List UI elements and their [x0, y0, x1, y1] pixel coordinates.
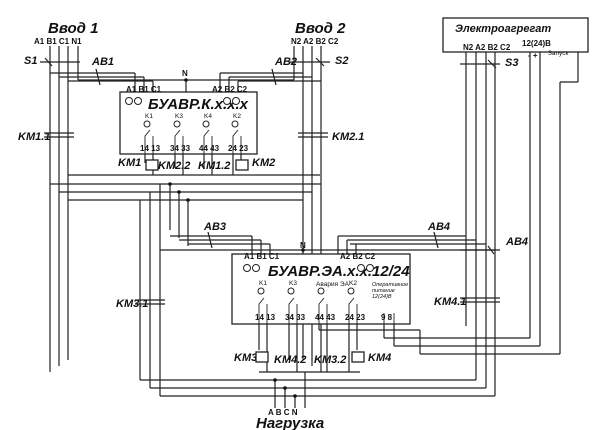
contactor-km2-1-icon [298, 132, 328, 138]
unit2-right-terminals: A2 B2 C2 [340, 252, 376, 261]
switch-s2-icon [290, 57, 330, 67]
unit2-relay-k2: K2 [349, 280, 357, 287]
unit1-relay-contact-icons [143, 120, 242, 154]
coil-km1-icon [145, 159, 159, 171]
generator-polarity: - + [528, 51, 538, 60]
coil-km3-label: KM3 [234, 352, 257, 364]
unit2-pins-4: 24 23 [345, 313, 366, 322]
generator-box [442, 17, 589, 53]
unit1-left-terminals: A1 B1 C1 [126, 85, 162, 94]
contactor-km2-1-label: KM2.1 [332, 131, 364, 143]
unit1-right-terminals: A2 B2 C2 [212, 85, 248, 94]
unit2-left-terminals: A1 B1 C1 [244, 252, 280, 261]
generator-start-label: Запуск [548, 50, 568, 57]
contactor-km4-1-icon [460, 297, 500, 303]
load-terminals: A B C N [268, 408, 298, 417]
unit2-coil-wiring [258, 324, 560, 373]
unit1-relay-k2: K2 [233, 113, 241, 120]
breaker-ab3-label: AB3 [203, 221, 226, 233]
coil-km1-label: KM1 [118, 157, 141, 169]
unit2-relay-k1: K1 [259, 280, 267, 287]
unit2-pins-2: 34 33 [285, 313, 306, 322]
switch-s2-label: S2 [335, 55, 348, 67]
coil-km2-label: KM2 [252, 157, 275, 169]
junction-dots [168, 78, 305, 398]
unit1-pins-1: 14 13 [140, 144, 161, 153]
unit2-pins-3: 44 43 [315, 313, 336, 322]
breaker-ab2-icon [255, 68, 285, 86]
breaker-ab4-label: AB4 [427, 221, 450, 233]
unit2-neutral-top: N [300, 241, 306, 250]
contactor-km3-1-icon [135, 299, 165, 305]
coil-km4-icon [351, 351, 365, 363]
breaker-ab1-label: AB1 [91, 56, 114, 68]
unit1-pins-4: 24 23 [228, 144, 249, 153]
unit2-op-power: Оперативное питание 12(24)В [372, 282, 408, 300]
unit1-neutral-top: N [182, 69, 188, 78]
load-bus [140, 302, 496, 408]
input-1-terminals: A1 B1 C1 N1 [34, 37, 82, 46]
unit1-pins-2: 34 33 [170, 144, 191, 153]
switch-s3-icon [460, 59, 500, 69]
transfer-bus-1 [50, 183, 321, 246]
input-1-label: Ввод 1 [48, 20, 98, 37]
transfer-bus-2-left [139, 184, 161, 396]
unit2-relay-k3: K3 [289, 280, 297, 287]
coil-km3-icon [255, 351, 269, 363]
unit1-pins-3: 44 43 [199, 144, 220, 153]
input-2-label: Ввод 2 [295, 20, 346, 37]
unit2-pins-1: 14 13 [255, 313, 276, 322]
contactor-km1-1-icon [44, 132, 74, 138]
breaker-ab4-icon [337, 231, 486, 254]
unit2-title: БУАВР.ЭА.х.х.12/24 [268, 263, 410, 280]
load-label: Нагрузка [256, 415, 324, 430]
generator-dc-label: 12(24)В [522, 39, 551, 48]
contactor-km4-1-label: KM4.1 [434, 296, 466, 308]
generator-terminals: N2 A2 B2 C2 [463, 43, 511, 52]
switch-s3-label: S3 [505, 57, 518, 69]
contact-km1-2-label: KM1.2 [198, 160, 230, 172]
input-1-bus [49, 46, 79, 372]
unit1-relay-k4: K4 [204, 113, 212, 120]
generator-bus [465, 52, 579, 354]
unit1-relay-k3: K3 [175, 113, 183, 120]
unit2-relay-contact-icons [257, 287, 395, 324]
breaker-ab4b-label: AB4 [505, 236, 528, 248]
contactor-km1-1-label: KM1.1 [18, 131, 50, 143]
coil-km2-icon [235, 159, 249, 171]
breaker-ab1-icon [88, 68, 118, 86]
coil-km4-label: KM4 [368, 352, 391, 364]
unit2-pins-5: 9 8 [381, 313, 393, 322]
generator-title: Электроагрегат [455, 23, 551, 35]
switch-s1-label: S1 [24, 55, 37, 67]
unit2-alarm-label: Авария ЭА [316, 281, 350, 288]
unit1-lamp-icons [125, 97, 240, 105]
breaker-ab3-icon [170, 231, 271, 254]
unit1-coil-wiring [68, 154, 320, 176]
input-2-terminals: N2 A2 B2 C2 [291, 37, 339, 46]
contact-km2-2-label: KM2.2 [158, 160, 190, 172]
unit2-lamp-icons [243, 264, 374, 272]
unit1-relay-k1: K1 [145, 113, 153, 120]
contactor-km3-1-label: KM3.1 [116, 298, 148, 310]
switch-s1-icon [40, 57, 80, 67]
contact-km3-2-label: KM3.2 [314, 354, 346, 366]
breaker-ab2-label: AB2 [274, 56, 297, 68]
contact-km4-2-label: KM4.2 [274, 354, 306, 366]
